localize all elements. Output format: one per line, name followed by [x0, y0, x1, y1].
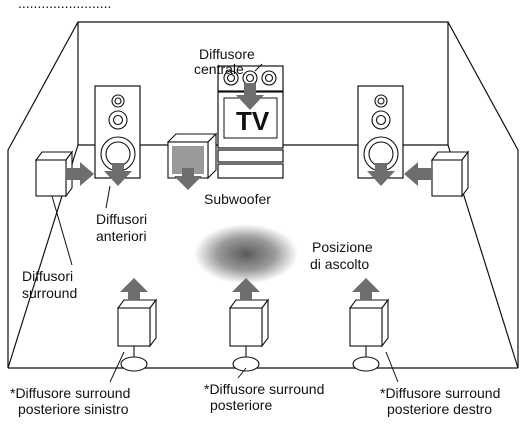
arrow-icon [352, 278, 380, 300]
tv-label: TV [236, 106, 270, 136]
rear-center-speaker [230, 300, 268, 371]
arrow-icon [120, 278, 148, 300]
rear-left-speaker [118, 300, 156, 371]
rear-center-label-2: posteriore [210, 397, 272, 413]
rear-left-label-2: posteriore sinistro [18, 401, 129, 417]
listening-position-marker [194, 224, 298, 284]
surround-leader [52, 196, 72, 265]
front-speakers-label-2: anteriori [96, 228, 147, 244]
stand-icon [353, 346, 379, 371]
rear-right-label-1: *Diffusore surround [380, 385, 500, 401]
listening-position-label-2: di ascolto [310, 256, 369, 272]
stand-icon [121, 346, 147, 371]
rear-right-label-2: posteriore destro [387, 401, 492, 417]
surround-speakers-label-2: surround [22, 285, 77, 301]
top-fragment-text: ........................ [18, 0, 111, 11]
listening-position-label-1: Posizione [312, 239, 373, 255]
arrow-icon [404, 162, 432, 186]
surround-speakers-label-1: Diffusori [22, 268, 73, 284]
front-leader [106, 186, 110, 208]
stand-icon [233, 346, 259, 371]
rear-center-label-1: *Diffusore surround [204, 381, 324, 397]
front-speakers-label-1: Diffusori [96, 211, 147, 227]
subwoofer-label: Subwoofer [204, 191, 271, 207]
surround-right-speaker [432, 152, 468, 196]
rear-left-label-1: *Diffusore surround [10, 385, 130, 401]
rear-right-leader [386, 352, 398, 382]
center-speaker-label-1: Diffusore [199, 46, 255, 62]
center-speaker-label-2: centrale [194, 61, 244, 77]
rear-right-speaker [350, 300, 388, 371]
